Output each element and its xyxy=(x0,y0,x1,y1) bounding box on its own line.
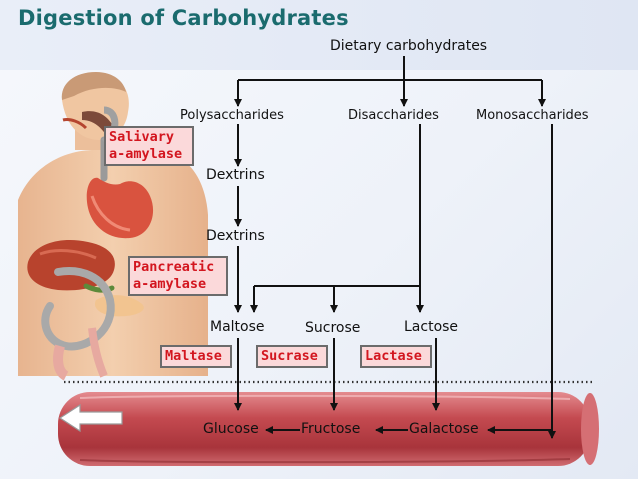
node-polysaccharides: Polysaccharides xyxy=(180,108,284,123)
node-sucrose: Sucrose xyxy=(305,320,361,336)
node-dextrins-2: Dextrins xyxy=(206,228,265,244)
intestine-band xyxy=(58,392,599,466)
enzyme-maltase: Maltase xyxy=(160,345,232,368)
node-galactose: Galactose xyxy=(409,421,479,437)
node-dietary-carbohydrates: Dietary carbohydrates xyxy=(330,38,488,54)
node-lactose: Lactose xyxy=(404,319,459,335)
node-disaccharides: Disaccharides xyxy=(348,108,439,123)
enzyme-salivary-amylase: Salivary a-amylase xyxy=(104,126,194,166)
flow-arrows xyxy=(234,56,556,439)
node-dextrins-1: Dextrins xyxy=(206,167,265,183)
enzyme-pancreatic-line1: Pancreatic xyxy=(133,259,215,275)
node-maltose: Maltose xyxy=(210,319,265,335)
title-band xyxy=(0,0,638,70)
enzyme-sucrase: Sucrase xyxy=(256,345,328,368)
slide-title: Digestion of Carbohydrates xyxy=(18,6,349,30)
enzyme-salivary-line2: a-amylase xyxy=(109,146,183,162)
enzyme-pancreatic-line2: a-amylase xyxy=(133,276,207,292)
enzyme-pancreatic-amylase: Pancreatic a-amylase xyxy=(128,256,228,296)
node-monosaccharides: Monosaccharides xyxy=(476,108,589,123)
node-fructose: Fructose xyxy=(301,421,361,437)
enzyme-lactase: Lactase xyxy=(360,345,432,368)
node-glucose: Glucose xyxy=(203,421,259,437)
enzyme-salivary-line1: Salivary xyxy=(109,129,175,145)
